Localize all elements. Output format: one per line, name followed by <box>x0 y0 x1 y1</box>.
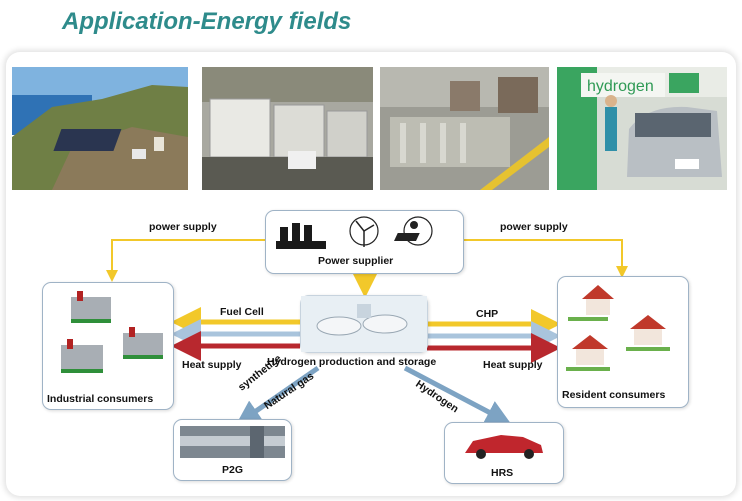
storage-tanks-icon <box>301 296 427 352</box>
power-supply-right-label: power supply <box>500 221 568 233</box>
hydrogen-storage-label: Hydrogen production and storage <box>267 356 437 368</box>
photo-fuel-cell-units <box>202 67 373 190</box>
p2g-label: P2G <box>222 464 244 476</box>
factory-icons <box>61 291 163 373</box>
hrs-node: HRS <box>444 422 564 484</box>
car-icon <box>465 435 543 459</box>
hydrogen-sign-text: hydrogen <box>587 78 654 95</box>
resident-consumers-node: Resident consumers <box>557 276 689 408</box>
pipeline-icon <box>180 426 285 458</box>
chp-label: CHP <box>476 308 499 320</box>
resident-consumers-label: Resident consumers <box>562 389 666 401</box>
hrs-label: HRS <box>491 467 514 479</box>
power-supplier-node: Power supplier <box>265 210 464 274</box>
page-title: Application-Energy fields <box>62 8 352 35</box>
photo-hydrogen-station: hydrogen <box>557 67 727 190</box>
photo-solar-field <box>12 67 188 190</box>
house-icons <box>566 285 670 371</box>
industrial-consumers-label: Industrial consumers <box>47 393 154 405</box>
hydrogen-storage-node <box>300 295 428 353</box>
photo-hydrogen-plant <box>380 67 549 190</box>
industrial-consumers-node: Industrial consumers <box>42 282 174 410</box>
power-supply-left-label: power supply <box>149 221 217 233</box>
heat-supply-right-label: Heat supply <box>483 359 543 371</box>
heat-supply-left-label: Heat supply <box>182 359 242 371</box>
p2g-node: P2G <box>173 419 292 481</box>
fuel-cell-label: Fuel Cell <box>220 306 264 318</box>
power-supplier-label: Power supplier <box>318 255 394 267</box>
power-plant-icons <box>276 216 433 249</box>
